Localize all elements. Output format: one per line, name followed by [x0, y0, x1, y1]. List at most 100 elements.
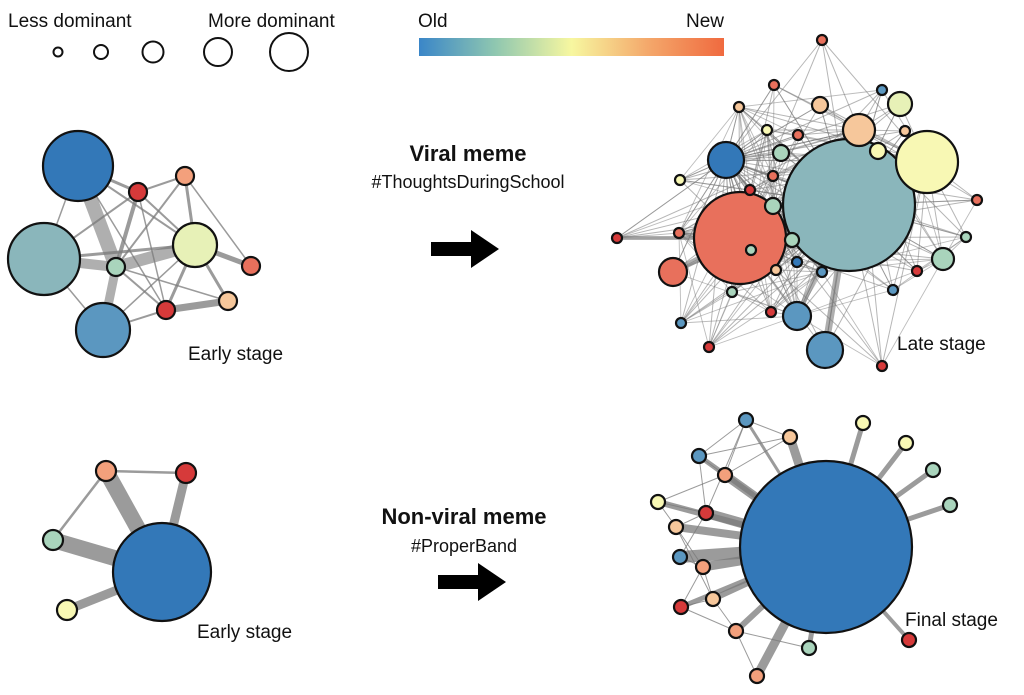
network-node: [694, 558, 712, 576]
network-node: [897, 434, 915, 452]
network-edge: [680, 271, 823, 324]
network-node: [748, 667, 766, 685]
viral-late-stage-label: Late stage: [897, 334, 986, 355]
network-node: [738, 459, 914, 635]
network-node: [894, 129, 960, 195]
network-node: [790, 255, 804, 269]
nonviral-final-network: [649, 411, 959, 685]
network-edge: [725, 103, 901, 161]
network-node: [41, 129, 115, 203]
network-node: [810, 95, 830, 115]
network-node: [766, 169, 780, 183]
network-edge: [115, 175, 186, 268]
network-edge: [679, 106, 740, 181]
network-node: [649, 493, 667, 511]
nodes: [6, 129, 262, 359]
nodes: [649, 411, 959, 685]
network-node: [673, 173, 687, 187]
network-edge: [679, 512, 707, 558]
network-edge: [881, 161, 928, 367]
network-edge: [705, 419, 747, 514]
network-node: [155, 299, 177, 321]
network-node: [767, 78, 781, 92]
network-edge: [114, 190, 140, 269]
network-edge: [738, 106, 782, 154]
size-legend-circle: [141, 40, 165, 64]
network-node: [702, 340, 716, 354]
legend-old-label: Old: [418, 11, 448, 32]
network-edge: [680, 291, 733, 324]
viral-early-network: [6, 129, 262, 359]
network-edge: [749, 129, 768, 191]
network-node: [6, 221, 82, 297]
network-node: [704, 590, 722, 608]
network-edge: [104, 469, 188, 475]
network-node: [910, 264, 924, 278]
network-edge: [115, 266, 167, 311]
network-node: [764, 305, 778, 319]
network-node: [959, 230, 973, 244]
network-edge: [184, 175, 252, 267]
network-node: [763, 196, 783, 216]
network-node: [674, 316, 688, 330]
network-edge: [51, 469, 108, 542]
network-node: [875, 359, 889, 373]
network-edge: [738, 106, 774, 177]
network-node: [791, 128, 805, 142]
network-node: [930, 246, 956, 272]
network-edge: [725, 129, 860, 161]
network-node: [706, 140, 746, 180]
network-edge: [738, 89, 883, 108]
network-node: [760, 123, 774, 137]
network-edge: [679, 179, 751, 191]
network-node: [716, 466, 734, 484]
network-edge: [738, 106, 751, 191]
network-node: [815, 265, 829, 279]
network-node: [727, 622, 745, 640]
network-edge: [772, 134, 799, 207]
network-node: [781, 300, 813, 332]
network-node: [174, 461, 198, 485]
network-node: [875, 83, 889, 97]
network-edge: [698, 419, 747, 457]
network-node: [697, 504, 715, 522]
network-edge: [708, 315, 798, 348]
network-node: [94, 459, 118, 483]
network-edge: [796, 289, 894, 317]
size-legend-circle: [93, 44, 109, 60]
network-edge: [657, 501, 707, 514]
viral-meme-title: Viral meme: [409, 141, 526, 166]
network-node: [217, 290, 239, 312]
viral-meme-hashtag: #ThoughtsDuringSchool: [371, 172, 564, 192]
legend: Less dominant More dominant Old New: [8, 11, 724, 72]
network-node: [690, 447, 708, 465]
network-node: [781, 428, 799, 446]
network-node: [672, 226, 686, 240]
network-node: [671, 548, 689, 566]
legend-more-dominant-label: More dominant: [208, 11, 335, 32]
network-node: [769, 263, 783, 277]
network-node: [610, 231, 624, 245]
network-node: [924, 461, 942, 479]
network-edge: [680, 315, 798, 324]
network-edge: [766, 129, 774, 177]
network-node: [800, 639, 818, 657]
network-node: [805, 330, 845, 370]
network-node: [732, 100, 746, 114]
network-node: [111, 521, 213, 623]
network-node: [868, 141, 888, 161]
network-node: [815, 33, 829, 47]
network-node: [841, 112, 877, 148]
network-edge: [724, 436, 791, 476]
network-edge: [738, 106, 928, 163]
size-legend-circle: [269, 32, 309, 72]
network-node: [743, 183, 757, 197]
network-edge: [162, 297, 232, 314]
network-edge: [678, 232, 710, 348]
network-edge: [680, 606, 737, 632]
network-edge: [738, 106, 774, 207]
nonviral-meme-hashtag: #ProperBand: [411, 536, 517, 556]
legend-new-label: New: [686, 11, 724, 32]
network-node: [737, 411, 755, 429]
